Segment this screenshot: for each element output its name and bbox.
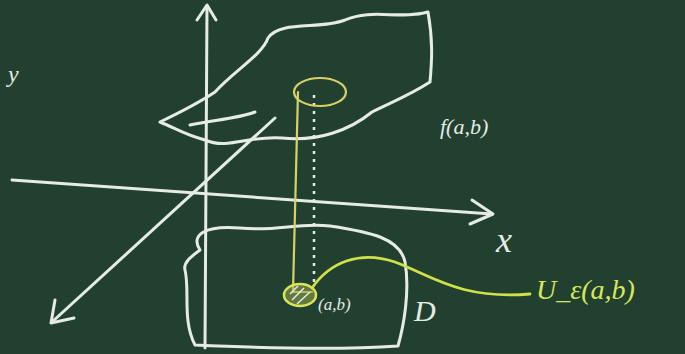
- projection-line: [293, 92, 298, 292]
- surface: [160, 12, 432, 143]
- point-label: (a,b): [318, 296, 351, 313]
- axis-arrowhead: [470, 200, 493, 224]
- axis-arrowhead: [51, 300, 74, 323]
- axis-label: y: [8, 62, 19, 86]
- domain-label: D: [414, 296, 436, 326]
- domain-outline: [185, 225, 407, 348]
- dotted-projection: [313, 95, 316, 285]
- axis-arrowhead: [197, 5, 216, 20]
- leader-line: [312, 257, 530, 295]
- hatching: [290, 286, 310, 304]
- depth-axis: [52, 118, 275, 322]
- axis-label: x: [496, 222, 512, 258]
- x-axis: [12, 180, 492, 214]
- vertical-axis: [205, 6, 207, 348]
- surface-patch: [294, 78, 346, 106]
- neighbourhood-label: U_ε(a,b): [536, 276, 635, 304]
- surface-fold: [190, 112, 255, 125]
- function-label: f(a,b): [440, 116, 488, 138]
